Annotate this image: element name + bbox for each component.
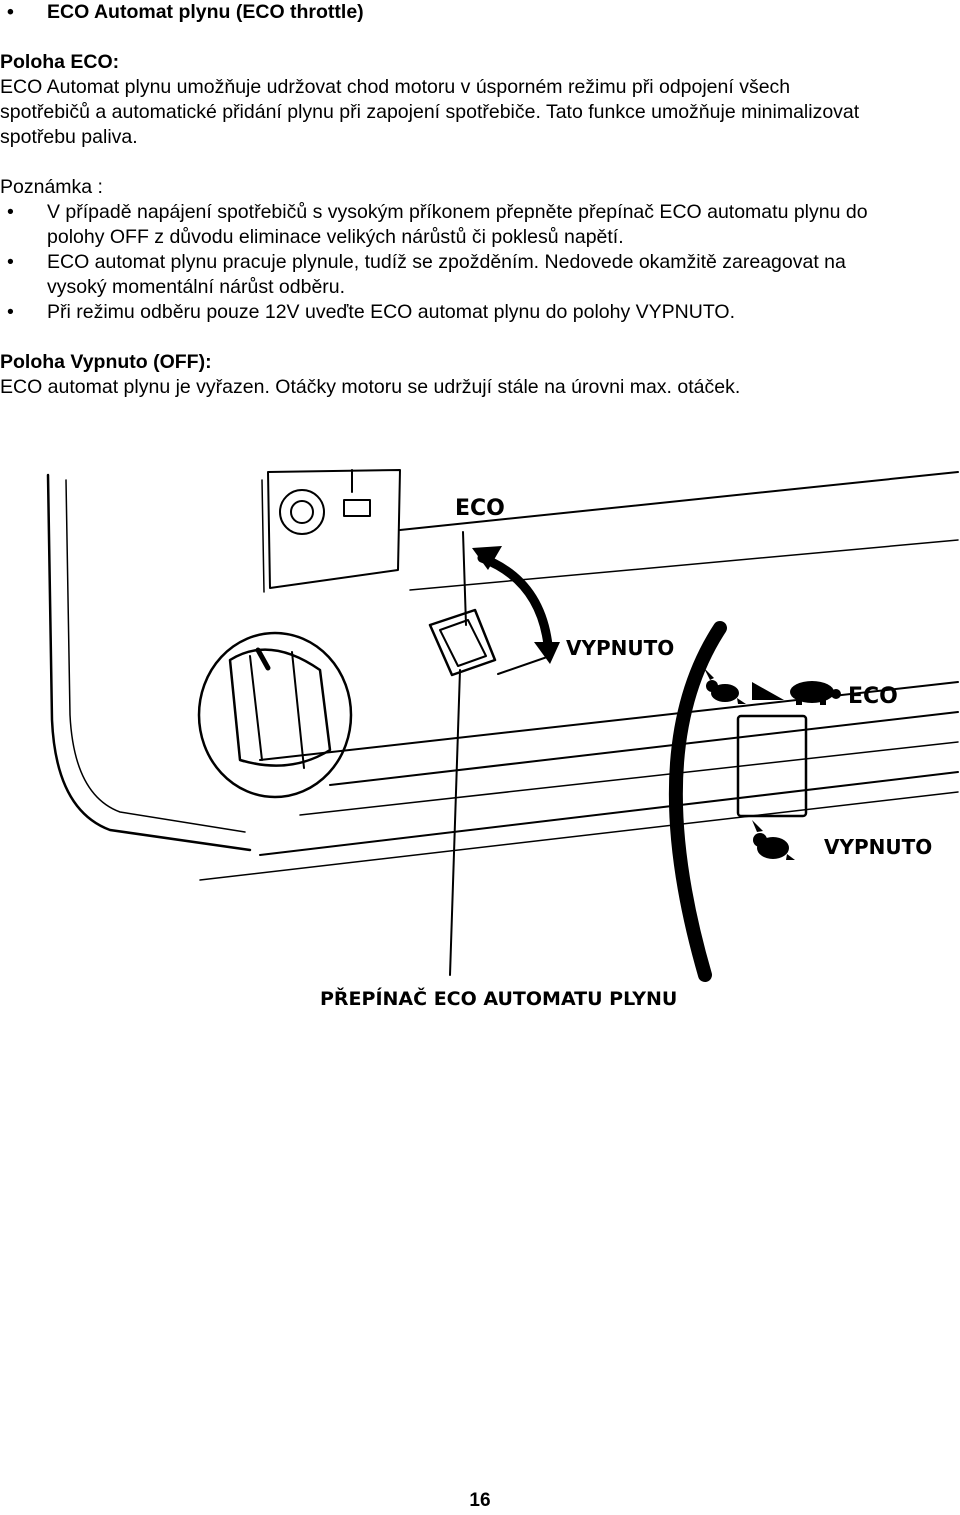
note-line: ECO automat plynu pracuje plynule, tudíž… [47, 251, 846, 273]
switch-motion-arrow [477, 553, 553, 650]
arrow-head-bottom [534, 642, 560, 664]
pointer-to-off [497, 655, 551, 675]
eco-top-label: ECO [455, 496, 505, 521]
eco-switch-illustration: ECO VYPNUTO ECO VYPNUTO PŘEPÍNAČ ECO AUT… [46, 469, 959, 1010]
panel-line-top [399, 471, 959, 531]
panel-inner-edge [65, 479, 246, 833]
zoomed-rocker [736, 714, 808, 818]
note-item: • Při režimu odběru pouze 12V uveďte ECO… [0, 300, 960, 325]
note-label: Poznámka : [0, 176, 103, 198]
off-line: ECO automat plynu je vyřazen. Otáčky mot… [0, 376, 741, 398]
eco-heading: Poloha ECO: [0, 51, 120, 73]
note-line: polohy OFF z důvodu eliminace velikých n… [47, 226, 624, 248]
panel-line-rail3 [259, 771, 959, 856]
panel-line-rail2 [299, 741, 959, 816]
note-item: • V případě napájení spotřebičů s vysoký… [0, 200, 960, 250]
rabbit-icon [752, 820, 795, 860]
eco-switch-label: ECO [848, 684, 898, 709]
outlet-plate-shadow [261, 479, 265, 593]
page-number: 16 [469, 1490, 491, 1511]
choke-knob-base [197, 631, 353, 799]
bullet: • [7, 1, 14, 23]
outlet-slot [343, 499, 371, 517]
eco-line: ECO Automat plynu umožňuje udržovat chod… [0, 76, 791, 98]
rabbit-icon [704, 668, 746, 704]
note-line: vysoký momentální nárůst odběru. [47, 276, 346, 298]
section-title: • ECO Automat plynu (ECO throttle) [0, 0, 960, 25]
turtle-icon [790, 681, 841, 705]
choke-knob-ridge [249, 651, 305, 769]
panel-line-rail4 [199, 791, 959, 881]
zoom-bracket [668, 621, 727, 982]
rocker-paddle [439, 619, 487, 667]
panel-outline [46, 473, 252, 852]
rocker-bezel [428, 608, 497, 677]
eco-line: spotřebu paliva. [0, 126, 138, 148]
section-title-text: ECO Automat plynu (ECO throttle) [47, 1, 364, 23]
choke-knob-grip [228, 648, 332, 767]
panel-line-low [259, 681, 959, 761]
note-line: V případě napájení spotřebičů s vysokým … [47, 201, 868, 223]
caption-pointer-line [449, 669, 461, 976]
off-heading: Poloha Vypnuto (OFF): [0, 351, 212, 373]
text-content: • ECO Automat plynu (ECO throttle) Poloh… [0, 0, 960, 400]
vypnuto-switch-label: VYPNUTO [824, 835, 932, 859]
panel-line-rail1 [329, 711, 959, 786]
throttle-ramp-icon [752, 682, 784, 700]
bullet: • [7, 251, 14, 273]
bullet: • [7, 201, 14, 223]
plug-socket-inner [290, 500, 314, 524]
knob-pointer [255, 647, 271, 671]
note-line: Při režimu odběru pouze 12V uveďte ECO a… [47, 301, 735, 323]
plug-socket [279, 489, 325, 535]
outlet-plate [267, 469, 401, 589]
arrow-head-top [472, 546, 502, 570]
note-item: • ECO automat plynu pracuje plynule, tud… [0, 250, 960, 300]
figure-caption: PŘEPÍNAČ ECO AUTOMATU PLYNU [320, 986, 677, 1010]
eco-pointer-line [462, 531, 467, 626]
eco-line: spotřebičů a automatické přidání plynu p… [0, 101, 860, 123]
vypnuto-arrow-label: VYPNUTO [566, 636, 674, 660]
panel-line-mid [409, 539, 959, 591]
bullet: • [7, 301, 14, 323]
